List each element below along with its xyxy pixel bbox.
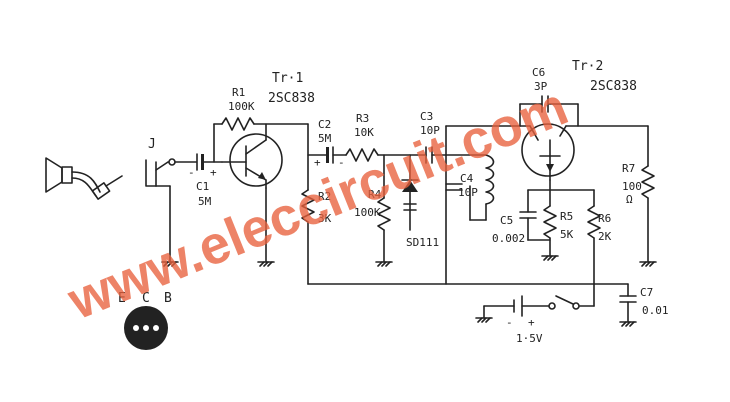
svg-text:+: + [210,166,217,179]
svg-text:R2: R2 [318,190,331,203]
ground-tr1 [257,261,275,267]
svg-text:+: + [528,316,535,329]
transistor-pinout: E C B [118,291,172,350]
svg-text:0.002: 0.002 [492,232,525,245]
svg-text:C2: C2 [318,118,331,131]
svg-text:5K: 5K [560,228,574,241]
svg-text:5M: 5M [198,195,212,208]
svg-text:C7: C7 [640,286,653,299]
resistor-r2: R2 3K [301,189,332,285]
watermark: www.eleccircuit.com [59,76,576,331]
svg-text:5M: 5M [318,132,332,145]
tr2-label: Tr·2 [572,59,603,74]
svg-text:C: C [142,291,150,306]
svg-text:0.01: 0.01 [642,304,669,317]
resistor-r4: R4 100K [354,154,393,267]
svg-text:1·5V: 1·5V [516,332,543,345]
svg-text:10P: 10P [458,186,478,199]
svg-text:C3: C3 [420,110,433,123]
svg-text:C4: C4 [460,172,474,185]
svg-text:-: - [188,166,195,179]
jack-label: J [148,137,156,152]
svg-text:10P: 10P [420,124,440,137]
svg-text:2SC838: 2SC838 [268,91,315,106]
svg-text:-: - [338,156,345,169]
diode-sd111: SD111 [401,154,439,249]
svg-text:R6: R6 [598,212,611,225]
svg-text:2K: 2K [598,230,612,243]
earphone-icon [45,157,123,200]
emitter-network: C5 0.002 R5 5K R6 2K [492,179,612,307]
tank-circuit: C4 10P [445,125,521,285]
svg-text:R1: R1 [232,86,245,99]
svg-text:C1: C1 [196,180,209,193]
svg-text:3P: 3P [534,80,548,93]
tr1-label: Tr·1 [272,71,303,86]
svg-text:3K: 3K [318,212,332,225]
svg-text:-: - [506,316,513,329]
svg-text:R4: R4 [368,188,382,201]
capacitor-c1: - + C1 5M [174,153,223,208]
svg-text:B: B [164,291,172,306]
resistor-r7: R7 100 Ω [622,125,657,267]
capacitor-c6: C6 3P [519,66,579,127]
power-supply: C7 0.01 - + 1·5V [475,283,669,345]
transistor-tr1: Tr·1 2SC838 [221,71,315,189]
ground-jack [161,261,179,267]
resistor-r1: R1 100K [213,86,309,163]
capacitor-c3: C3 10P [420,110,447,164]
svg-text:C5: C5 [500,214,513,227]
svg-text:2SC838: 2SC838 [590,79,637,94]
svg-text:R3: R3 [356,112,369,125]
svg-text:10K: 10K [354,126,374,139]
transistor-tr2: Tr·2 2SC838 [519,59,637,181]
svg-text:E: E [118,291,126,306]
capacitor-c2: + - C2 5M [307,118,347,169]
svg-text:100K: 100K [228,100,255,113]
resistor-r3: R3 10K [345,112,427,162]
svg-text:100: 100 [622,180,642,193]
svg-text:+: + [314,156,321,169]
svg-text:C6: C6 [532,66,545,79]
svg-text:Ω: Ω [626,193,633,206]
svg-text:100K: 100K [354,206,381,219]
svg-text:SD111: SD111 [406,236,439,249]
svg-text:R7: R7 [622,162,635,175]
svg-text:R5: R5 [560,210,573,223]
